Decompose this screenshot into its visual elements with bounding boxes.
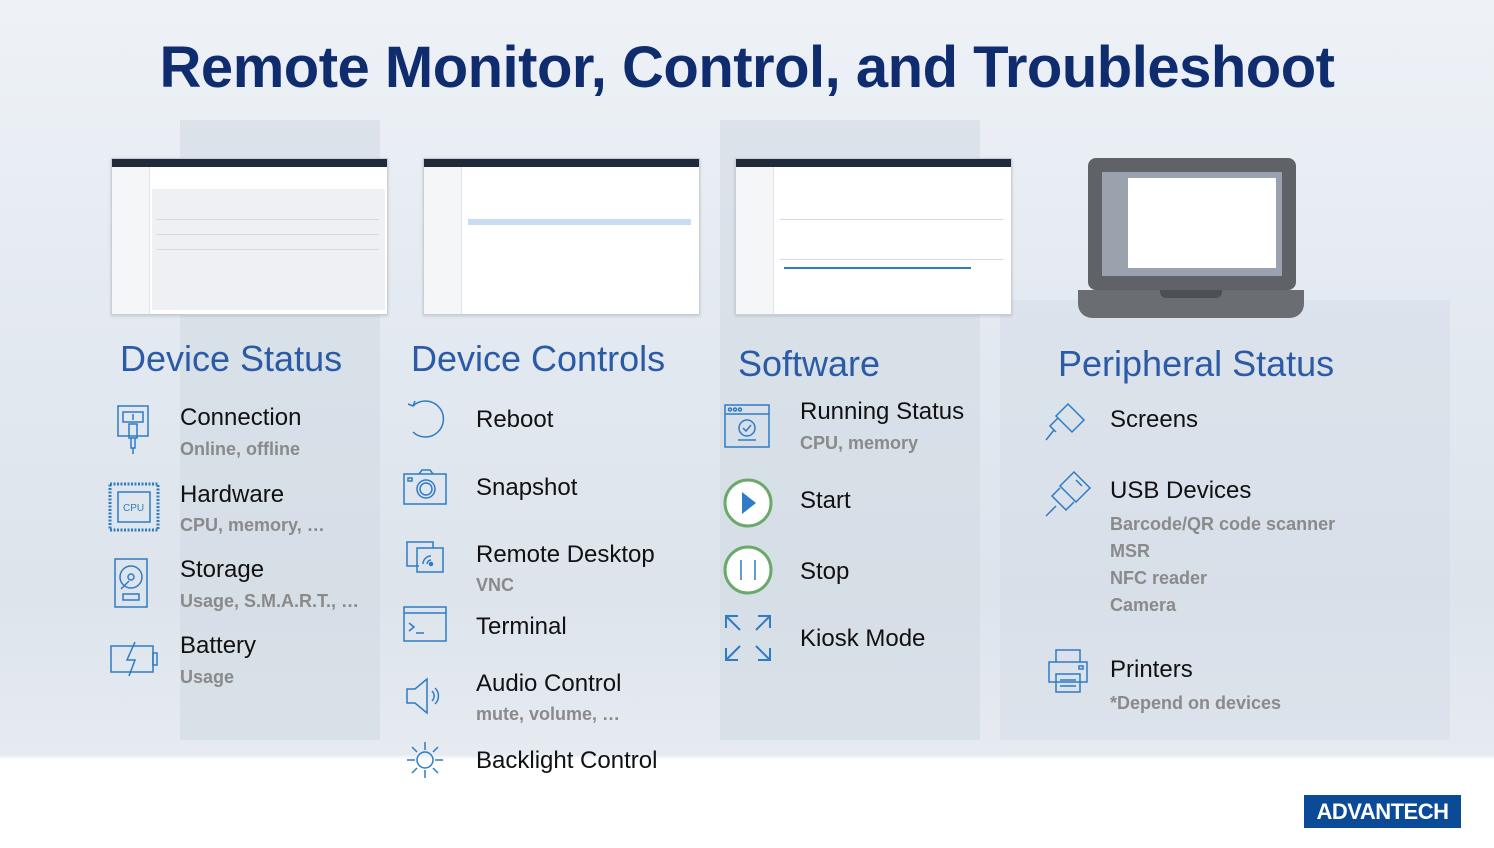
expand-icon[interactable]: [724, 614, 772, 662]
speaker-icon[interactable]: [405, 676, 445, 716]
audio-control-sub: mute, volume, …: [476, 704, 621, 724]
heading-device-controls: Device Controls: [411, 338, 666, 379]
screens-label: Screens: [1110, 406, 1199, 433]
heading-software: Software: [738, 343, 881, 384]
play-icon[interactable]: [722, 477, 774, 529]
laptop-base: [1078, 290, 1304, 318]
connection-label: Connection: [180, 404, 302, 431]
usb-sub-msr: MSR: [1110, 541, 1150, 561]
terminal-icon[interactable]: [403, 606, 447, 642]
reboot-icon[interactable]: [405, 398, 447, 440]
remote-desktop-sub: VNC: [476, 575, 515, 595]
battery-icon: [109, 640, 159, 678]
usb-devices-label: USB Devices: [1110, 477, 1252, 504]
hdmi-icon: [1044, 400, 1090, 446]
reboot-label: Reboot: [476, 406, 554, 433]
stop-label: Stop: [800, 558, 850, 585]
cpu-icon: CPU: [107, 481, 161, 533]
hardware-label: Hardware: [180, 481, 285, 508]
camera-icon[interactable]: [403, 468, 447, 506]
laptop-image: [1088, 158, 1296, 290]
usb-icon: [1044, 470, 1092, 518]
running-status-label: Running Status: [800, 398, 965, 425]
heading-device-status: Device Status: [120, 338, 343, 379]
storage-label: Storage: [180, 556, 265, 583]
usb-sub-camera: Camera: [1110, 595, 1177, 615]
battery-label: Battery: [180, 632, 257, 659]
backlight-control-label: Backlight Control: [476, 747, 658, 774]
svg-text:CPU: CPU: [123, 503, 144, 514]
running-status-sub: CPU, memory: [800, 433, 919, 453]
printers-sub: *Depend on devices: [1110, 693, 1282, 713]
slide-title: Remote Monitor, Control, and Troubleshoo…: [159, 35, 1335, 100]
audio-control-label: Audio Control: [476, 670, 622, 697]
advantech-logo: ADVANTECH: [1304, 795, 1461, 828]
heading-peripheral-status: Peripheral Status: [1058, 343, 1335, 384]
software-screenshot: [735, 158, 1012, 315]
connection-sub: Online, offline: [180, 439, 300, 459]
monitor-window-icon: [724, 404, 770, 448]
ethernet-icon: [116, 404, 152, 458]
printers-label: Printers: [1110, 656, 1193, 683]
device-controls-screenshot: [423, 158, 700, 315]
battery-sub: Usage: [180, 667, 235, 687]
terminal-label: Terminal: [476, 613, 567, 640]
remote-desktop-label: Remote Desktop: [476, 541, 655, 568]
start-label: Start: [800, 487, 851, 514]
hard-drive-icon: [113, 557, 149, 609]
usb-sub-nfc: NFC reader: [1110, 568, 1208, 588]
background-machine: [1000, 300, 1450, 740]
storage-sub: Usage, S.M.A.R.T., …: [180, 591, 360, 611]
remote-desktop-icon[interactable]: [405, 540, 445, 574]
sun-icon[interactable]: [405, 740, 445, 780]
hardware-sub: CPU, memory, …: [180, 515, 325, 535]
device-status-screenshot: [111, 158, 388, 315]
kiosk-mode-label: Kiosk Mode: [800, 625, 926, 652]
snapshot-label: Snapshot: [476, 474, 578, 501]
usb-sub-scanner: Barcode/QR code scanner: [1110, 514, 1336, 534]
stop-icon[interactable]: [722, 544, 774, 596]
printer-icon: [1045, 648, 1091, 694]
